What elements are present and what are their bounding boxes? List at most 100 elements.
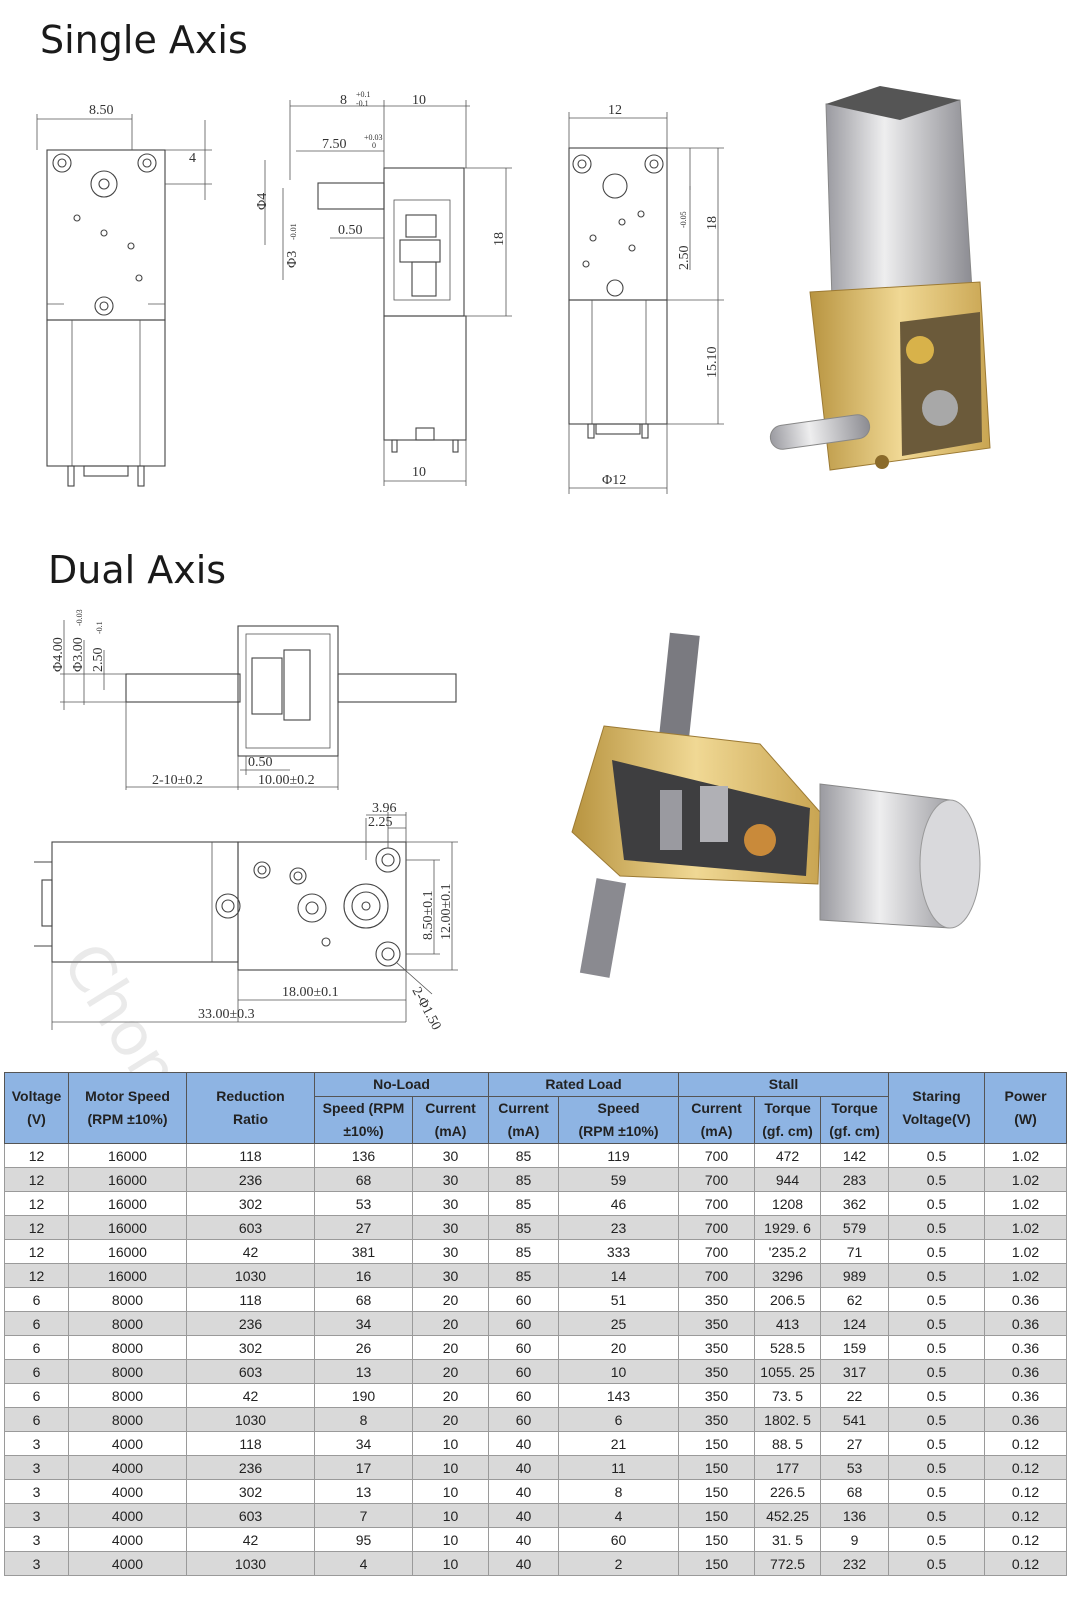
dual-side-view: 3.96 2.25 8.50±0.1 12.00±0.1 18.00±0.1 3… [34, 801, 458, 1033]
dim-dual-3-96: 3.96 [372, 801, 397, 816]
table-cell: 6 [4, 1311, 69, 1336]
table-cell: 27 [820, 1431, 890, 1456]
table-cell: 95 [314, 1527, 413, 1552]
table-cell: 0.5 [888, 1383, 986, 1408]
table-cell: 413 [754, 1311, 822, 1336]
table-cell: 0.12 [984, 1431, 1068, 1456]
header-rl-speed: Speed(RPM ±10%) [558, 1096, 680, 1144]
table-cell: 20 [411, 1311, 490, 1336]
dim-8-50: 8.50 [89, 103, 114, 118]
table-cell: 10 [558, 1359, 680, 1384]
table-cell: 3296 [754, 1263, 822, 1288]
table-cell: 226.5 [754, 1479, 822, 1504]
dim-18-mid: 18 [492, 232, 507, 246]
table-cell: 10 [411, 1551, 490, 1576]
table-cell: 283 [820, 1167, 890, 1192]
table-cell: 21 [558, 1431, 680, 1456]
table-cell: 317 [820, 1359, 890, 1384]
table-cell: 25 [558, 1311, 680, 1336]
table-cell: 159 [820, 1335, 890, 1360]
table-cell: 700 [678, 1215, 756, 1240]
table-cell: 0.12 [984, 1455, 1068, 1480]
table-cell: 700 [678, 1143, 756, 1168]
header-st-torque-1: Torque(gf. cm) [754, 1096, 822, 1144]
table-cell: 1208 [754, 1191, 822, 1216]
table-cell: 0.5 [888, 1215, 986, 1240]
table-cell: 700 [678, 1263, 756, 1288]
table-cell: 26 [314, 1335, 413, 1360]
single-axis-drawings: 8.50 4 8 +0.1 -0.1 10 7.50 +0.03 0 Φ4 Φ3… [36, 86, 991, 494]
heading-single-axis: Single Axis [40, 18, 248, 62]
single-axis-motor-photo [769, 86, 991, 471]
table-cell: 8 [314, 1407, 413, 1432]
table-cell: 60 [488, 1311, 560, 1336]
dim-dual-0-50: 0.50 [248, 755, 273, 770]
table-cell: 16 [314, 1263, 413, 1288]
table-cell: 11 [558, 1455, 680, 1480]
table-cell: 16000 [68, 1167, 187, 1192]
dual-axis-drawings: Φ4.00 Φ3.00 -0.03 2.50 -0.1 0.50 2-10±0.… [34, 609, 981, 1033]
table-cell: 6 [558, 1407, 680, 1432]
header-rl-current: Current(mA) [488, 1096, 560, 1144]
table-cell: 118 [186, 1143, 315, 1168]
dim-2-50: 2.50 [677, 246, 692, 271]
table-cell: 4 [558, 1503, 680, 1528]
table-cell: 1.02 [984, 1191, 1068, 1216]
table-cell: '235.2 [754, 1239, 822, 1264]
table-cell: 20 [411, 1287, 490, 1312]
table-cell: 0.5 [888, 1503, 986, 1528]
table-cell: 12 [4, 1239, 69, 1264]
table-cell: 1030 [186, 1407, 315, 1432]
table-cell: 13 [314, 1479, 413, 1504]
table-cell: 1.02 [984, 1167, 1068, 1192]
table-cell: 236 [186, 1167, 315, 1192]
table-cell: 68 [314, 1167, 413, 1192]
table-cell: 3 [4, 1431, 69, 1456]
table-cell: 60 [488, 1287, 560, 1312]
tol-2-50: -0.05 [679, 211, 688, 228]
single-front-view: 8.50 4 [36, 103, 212, 487]
table-cell: 0.5 [888, 1527, 986, 1552]
table-cell: 20 [411, 1359, 490, 1384]
table-cell: 85 [488, 1167, 560, 1192]
dim-dual-18-00: 18.00±0.1 [282, 985, 339, 1000]
single-rear-view: 12 18 2.50 -0.05 15.10 Φ12 [568, 103, 724, 494]
table-cell: 30 [411, 1263, 490, 1288]
table-cell: 0.5 [888, 1191, 986, 1216]
dim-4: 4 [189, 151, 196, 166]
table-cell: 51 [558, 1287, 680, 1312]
table-cell: 124 [820, 1311, 890, 1336]
table-cell: 150 [678, 1527, 756, 1552]
table-cell: 362 [820, 1191, 890, 1216]
table-cell: 1055. 25 [754, 1359, 822, 1384]
table-cell: 42 [186, 1383, 315, 1408]
dim-8: 8 [340, 93, 347, 108]
table-cell: 20 [411, 1407, 490, 1432]
table-cell: 143 [558, 1383, 680, 1408]
table-cell: 30 [411, 1191, 490, 1216]
table-cell: 4000 [68, 1455, 187, 1480]
dim-dual-phi3: Φ3.00 [71, 637, 86, 672]
dim-phi3: Φ3 [285, 251, 300, 268]
table-cell: 3 [4, 1551, 69, 1576]
table-cell: 9 [820, 1527, 890, 1552]
table-cell: 60 [488, 1359, 560, 1384]
table-cell: 0.12 [984, 1503, 1068, 1528]
table-cell: 236 [186, 1455, 315, 1480]
table-cell: 16000 [68, 1191, 187, 1216]
header-nl-speed: Speed (RPM±10%) [314, 1096, 413, 1144]
table-cell: 85 [488, 1143, 560, 1168]
table-cell: 0.5 [888, 1335, 986, 1360]
dim-dual-2-50: 2.50 [91, 648, 106, 673]
table-cell: 42 [186, 1527, 315, 1552]
dim-phi12: Φ12 [602, 473, 626, 488]
